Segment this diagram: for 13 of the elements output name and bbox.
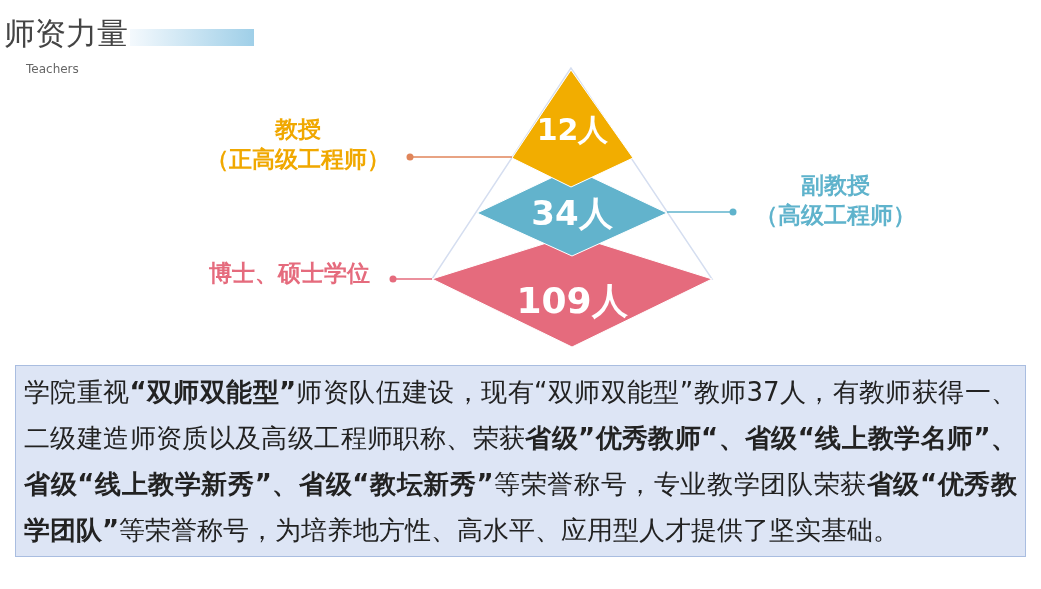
tier-label: 教授 bbox=[273, 115, 322, 144]
paragraph: 学院重视“双师双能型”师资队伍建设，现有“双师双能型”教师37人，有教师获得一、二级建造师资质以及高级工程师职称、荣获省级”优秀教师“、省级“线上教学名师”、省级“线上教学新秀”、省级“教坛新秀”等荣誉称号，专业教学团队荣获省级“优秀教学团队”等荣誉称号，为培养地方性、高水平、应用型人才提供了坚实基础。 bbox=[24, 376, 1017, 547]
tier-count: 109人 bbox=[515, 281, 629, 321]
tier-label: （正高级工程师） bbox=[205, 145, 391, 174]
subtitle: Teachers bbox=[26, 62, 79, 76]
leader-line bbox=[389, 275, 433, 283]
tier-label: （高级工程师） bbox=[753, 201, 917, 230]
tier-label: 博士、硕士学位 bbox=[208, 259, 371, 288]
leader-line bbox=[666, 208, 737, 216]
tier-count: 12人 bbox=[535, 111, 610, 149]
leader-line bbox=[406, 153, 513, 161]
tier-label: 副教授 bbox=[799, 171, 871, 200]
tier-count: 34人 bbox=[530, 193, 614, 233]
